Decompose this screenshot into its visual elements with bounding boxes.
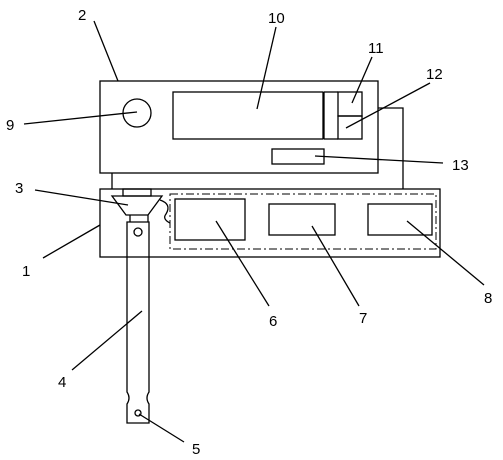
leader-5: [138, 413, 185, 443]
upper-small-box: [337, 91, 363, 117]
label-11: 11: [368, 40, 384, 57]
leader-8: [406, 220, 485, 286]
label-1: 1: [22, 263, 30, 280]
leader-10: [256, 26, 277, 110]
leader-3: [34, 189, 129, 206]
label-5: 5: [192, 441, 200, 458]
handle: [126, 221, 150, 424]
leader-6: [215, 220, 270, 307]
leader-7: [311, 225, 360, 307]
leader-1: [42, 224, 101, 259]
module-box-6: [174, 198, 246, 241]
module-box-7: [268, 203, 336, 236]
leader-11: [351, 56, 373, 104]
label-7: 7: [359, 310, 367, 327]
lower-small-box: [337, 115, 363, 140]
label-6: 6: [269, 313, 277, 330]
leader-2: [93, 20, 119, 82]
label-4: 4: [58, 374, 66, 391]
side-connector: [378, 107, 404, 189]
label-2: 2: [78, 7, 86, 24]
leader-9: [23, 111, 138, 125]
leader-13: [314, 155, 444, 164]
handle-bottom-hole: [134, 409, 142, 417]
leader-4: [71, 310, 143, 371]
funnel-hook: [159, 199, 171, 224]
display-window: [172, 91, 324, 140]
label-10: 10: [268, 10, 285, 27]
module-box-8: [367, 203, 433, 236]
handle-top-hole: [133, 227, 143, 237]
leader-12: [345, 82, 431, 129]
inner-frame: [169, 193, 437, 250]
label-12: 12: [426, 66, 443, 83]
lower-base: [99, 188, 441, 258]
funnel-cap: [122, 188, 152, 197]
label-9: 9: [6, 117, 14, 134]
label-8: 8: [484, 290, 492, 307]
funnel: [110, 195, 164, 216]
label-3: 3: [15, 180, 23, 197]
upper-housing: [99, 80, 379, 174]
label-13: 13: [452, 157, 469, 174]
